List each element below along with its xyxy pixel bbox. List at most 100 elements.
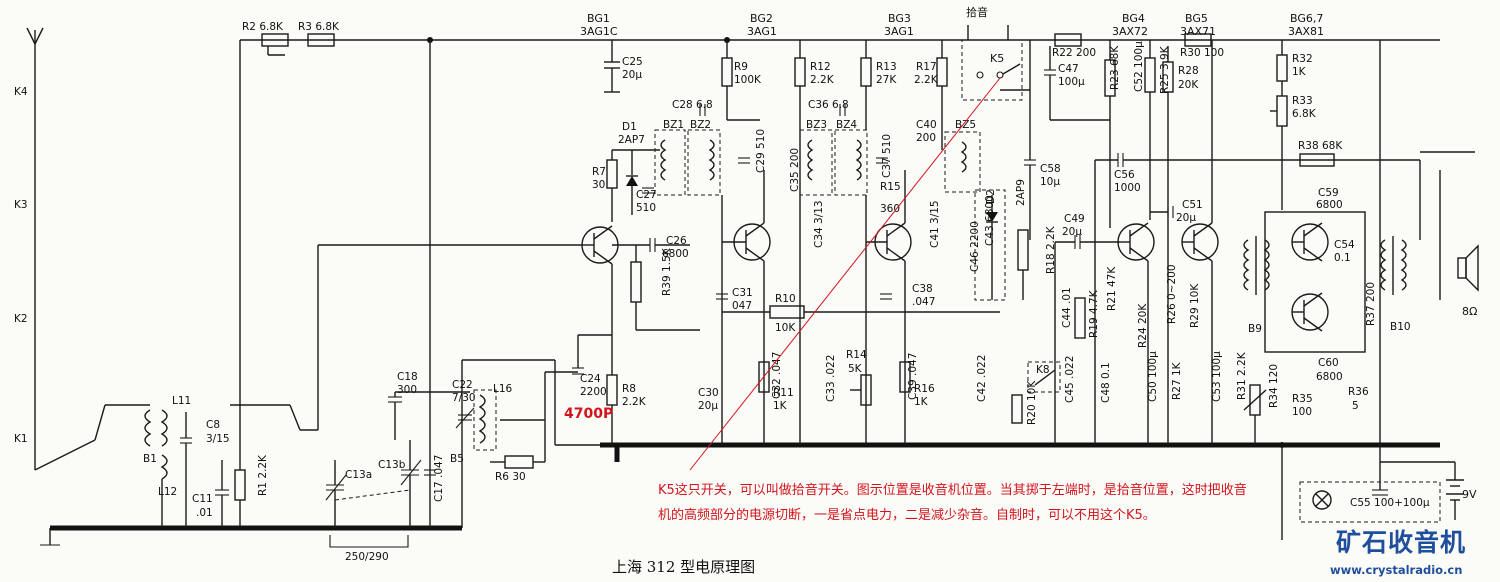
label-r27: R27 1K — [1171, 361, 1183, 400]
resistor-r17 — [936, 40, 948, 150]
label-l11: L11 — [172, 395, 191, 407]
speaker-icon — [1419, 151, 1479, 300]
resistor-r22 — [1054, 33, 1082, 47]
label-r10-val: 10K — [775, 322, 796, 334]
label-r1: R1 2.2K — [257, 454, 269, 496]
label-c54-ref: C54 — [1334, 239, 1355, 251]
label-r36-ref: R36 — [1348, 386, 1369, 398]
label-c38-val: .047 — [912, 296, 935, 308]
label-r31: R31 2.2K — [1236, 351, 1248, 400]
push-pull-frame — [1264, 211, 1366, 353]
label-r17-val: 2.2K — [914, 74, 939, 86]
label-c13b: C13b — [378, 459, 406, 471]
label-r18: R18 2.2K — [1045, 225, 1057, 274]
label-r8-ref: R8 — [622, 383, 636, 395]
label-r15-ref: R15 — [880, 181, 901, 193]
resistor-r38 — [1299, 153, 1335, 167]
antenna-symbol — [26, 27, 44, 470]
label-c40-ref: C40 — [916, 119, 937, 131]
label-c29: C29 510 — [755, 129, 767, 173]
label-c58-val: 10μ — [1040, 176, 1060, 188]
switch-k3: K3 — [14, 199, 28, 211]
resistor-r33 — [1270, 95, 1288, 210]
switch-k2: K2 — [14, 313, 28, 325]
variable-capacitor-c22 — [455, 407, 475, 429]
capacitor-c11 — [215, 460, 229, 528]
label-c18-val: 300 — [397, 384, 417, 396]
label-k8: K8 — [1036, 364, 1050, 376]
transistor-bg2 — [722, 222, 771, 262]
resistor-r6 — [490, 420, 546, 469]
label-b1: B1 — [143, 453, 157, 465]
resistor-r8 — [606, 374, 618, 445]
label-c59-val: 6800 — [1316, 199, 1343, 211]
resistor-r30 — [1184, 33, 1212, 47]
label-r32-val: 1K — [1292, 66, 1307, 78]
label-c22-val: 7/30 — [452, 392, 476, 404]
pickup-switch-k5[interactable] — [961, 39, 1030, 101]
resistor-r3 — [307, 33, 335, 47]
resistor-r7 — [606, 150, 618, 222]
label-r22: R22 200 — [1052, 47, 1096, 59]
label-c30-ref: C30 — [698, 387, 719, 399]
pickup-label: 拾音 — [966, 5, 988, 19]
label-c56-val: 1000 — [1114, 182, 1141, 194]
watermark-brand: 矿石收音机 — [1336, 528, 1467, 557]
capacitor-c55 — [1372, 489, 1388, 496]
resistor-r23 — [1104, 40, 1116, 228]
label-c46: C46 2200 — [969, 221, 981, 272]
capacitor-c24 — [572, 334, 612, 375]
label-c53: C53 100μ — [1211, 351, 1223, 402]
wire-k1-contact — [289, 404, 301, 431]
capacitor-c47 — [1044, 46, 1110, 121]
label-c17: C17 .047 — [433, 455, 445, 502]
resistor-r16 — [899, 361, 911, 393]
label-c48: C48 0.1 — [1100, 362, 1112, 403]
label-c47-ref: C47 — [1058, 63, 1079, 75]
label-r10-ref: R10 — [775, 293, 796, 305]
label-c11-val: .01 — [196, 507, 213, 519]
label-r33-val: 6.8K — [1292, 108, 1317, 120]
label-bz4: BZ4 — [836, 119, 857, 131]
capacitor-c18 — [388, 391, 470, 440]
tuning-bracket — [329, 535, 409, 548]
bg4-type: 3AX72 — [1112, 25, 1148, 38]
label-r6: R6 30 — [495, 471, 526, 483]
resistor-r28 — [1162, 46, 1174, 445]
capacitor-c27 — [642, 187, 654, 194]
label-c47-val: 100μ — [1058, 76, 1085, 88]
label-c45: C45 .022 — [1064, 356, 1076, 403]
capacitor-c36 — [839, 104, 846, 116]
label-c25-val: 20μ — [622, 69, 642, 81]
label-c11-ref: C11 — [192, 493, 213, 505]
antenna-lead-2 — [94, 404, 106, 441]
label-c42: C42 .022 — [976, 355, 988, 402]
label-r19: R19 4.7K — [1088, 289, 1100, 338]
label-r25: R25 3.9K — [1159, 45, 1171, 94]
label-c37: C37 510 — [881, 134, 893, 178]
label-r15-val: 360 — [880, 203, 900, 215]
label-r14-ref: R14 — [846, 349, 867, 361]
label-l12: L12 — [158, 486, 177, 498]
bg5-ref: BG5 — [1185, 12, 1208, 25]
resistor-r2 — [261, 33, 289, 56]
label-r9-val: 100K — [734, 74, 762, 86]
bg2-ref: BG2 — [750, 12, 773, 25]
label-r29: R29 10K — [1189, 283, 1201, 328]
label-r8-val: 2.2K — [622, 396, 647, 408]
resistor-r12 — [794, 40, 806, 445]
label-r34: R34 120 — [1268, 364, 1280, 408]
label-c51-val: 20μ — [1176, 212, 1196, 224]
label-c28: C28 6.8 — [672, 99, 713, 111]
label-r12-val: 2.2K — [810, 74, 835, 86]
label-c44: C44 .01 — [1061, 287, 1073, 328]
bg4-ref: BG4 — [1122, 12, 1145, 25]
label-r13-val: 27K — [876, 74, 897, 86]
label-r17-ref: R17 — [916, 61, 937, 73]
label-r14-val: 5K — [848, 363, 863, 375]
label-r28-val: 20K — [1178, 79, 1199, 91]
label-c35: C35 200 — [789, 148, 801, 192]
volume-switch-k8[interactable] — [1027, 361, 1061, 393]
capacitor-c17 — [424, 469, 436, 476]
